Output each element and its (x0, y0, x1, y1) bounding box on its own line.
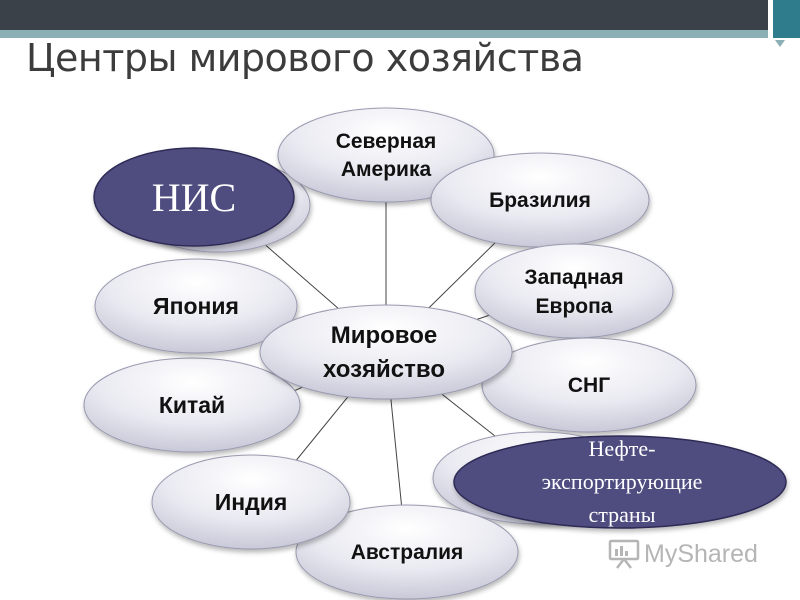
corner-arrow-icon (775, 40, 785, 47)
top-bar-accent (0, 30, 800, 38)
slide-title: Центры мирового хозяйства (26, 36, 584, 80)
node-center-line1: Мировое (331, 322, 438, 349)
node-cis-label: СНГ (568, 374, 610, 397)
watermark: MyShared (608, 538, 758, 570)
node-china-label: Китай (159, 392, 225, 418)
top-bar (0, 0, 800, 30)
node-australia: Австралия (295, 504, 519, 600)
presentation-board-icon (608, 539, 640, 569)
top-bar-corner (773, 0, 800, 38)
node-brazil-label: Бразилия (489, 189, 591, 212)
node-china: Китай (83, 357, 301, 453)
node-japan: Япония (94, 258, 298, 354)
watermark-text: MyShared (644, 539, 758, 568)
node-north-america-line1: Северная (336, 130, 437, 153)
node-center: Мировое хозяйство (259, 304, 513, 400)
node-oil-exporters-line2: экспортирующие (542, 469, 703, 494)
node-india: Индия (151, 454, 351, 550)
node-north-america-line2: Америка (341, 158, 432, 181)
node-oil-exporters: Нефте- экспортирующие страны (453, 435, 787, 529)
node-cis: СНГ (481, 337, 697, 433)
node-japan-label: Япония (153, 293, 239, 319)
node-oil-exporters-line1: Нефте- (589, 436, 656, 461)
node-nis-label: НИС (152, 175, 236, 220)
node-nis: НИС (93, 147, 295, 247)
node-western-europe: Западная Европа (474, 243, 674, 339)
node-oil-exporters-line3: страны (589, 502, 656, 527)
node-brazil: Бразилия (430, 152, 650, 248)
node-australia-label: Австралия (351, 541, 464, 564)
node-western-europe-line2: Европа (536, 295, 613, 318)
node-western-europe-line1: Западная (524, 266, 623, 289)
node-india-label: Индия (215, 489, 288, 515)
top-bar-gap (768, 0, 773, 38)
node-center-line2: хозяйство (323, 356, 445, 383)
node-north-america: Северная Америка (277, 107, 495, 203)
